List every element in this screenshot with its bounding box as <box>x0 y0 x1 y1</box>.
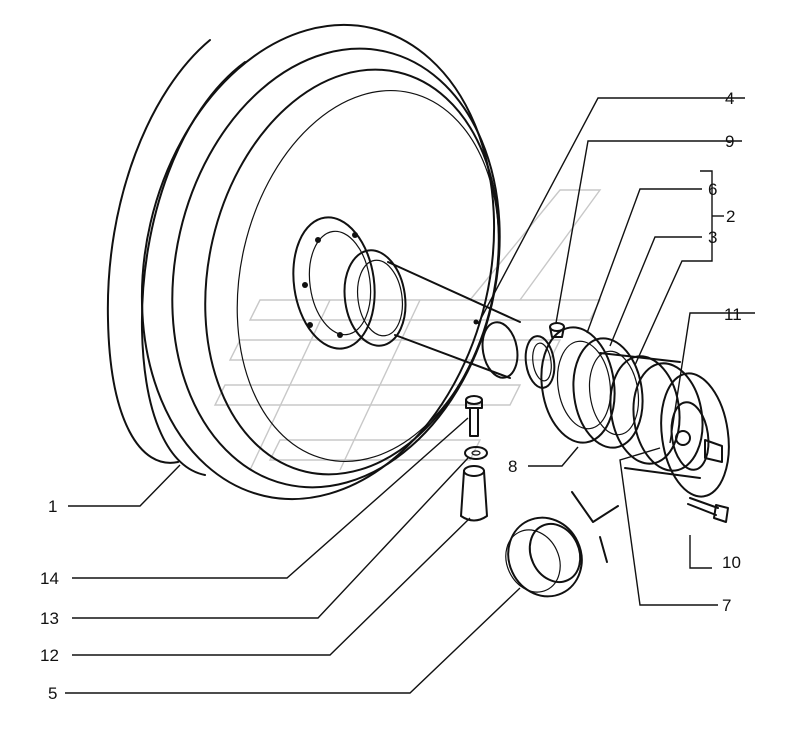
callout-1: 1 <box>48 497 57 516</box>
retaining-ring <box>524 335 556 389</box>
cover-flange <box>660 372 730 498</box>
callout-13: 13 <box>40 609 59 628</box>
shaft <box>343 249 521 379</box>
callout-12: 12 <box>40 646 59 665</box>
axis-mark <box>599 536 608 563</box>
callout-2: 2 <box>726 207 735 226</box>
callout-9: 9 <box>725 132 734 151</box>
callout-3: 3 <box>708 228 717 247</box>
plug <box>460 465 488 522</box>
watermark-logo <box>213 189 602 471</box>
seal-assembly <box>540 326 644 449</box>
bearing-housing <box>599 352 704 479</box>
callout-4: 4 <box>725 89 734 108</box>
callout-14: 14 <box>40 569 59 588</box>
callout-10: 10 <box>722 553 741 572</box>
pin <box>549 322 565 338</box>
axis-mark <box>571 491 619 523</box>
leader-lines <box>65 97 755 694</box>
washer <box>464 446 488 460</box>
callout-5: 5 <box>48 684 57 703</box>
hub-flange <box>292 216 376 350</box>
callout-6: 6 <box>708 180 717 199</box>
callout-11: 11 <box>724 305 742 324</box>
bolt <box>687 497 729 523</box>
callout-8: 8 <box>508 457 517 476</box>
seal-ring <box>505 516 583 598</box>
bolt-small <box>465 395 483 437</box>
idler-wheel <box>106 23 501 501</box>
callout-7: 7 <box>722 596 731 615</box>
